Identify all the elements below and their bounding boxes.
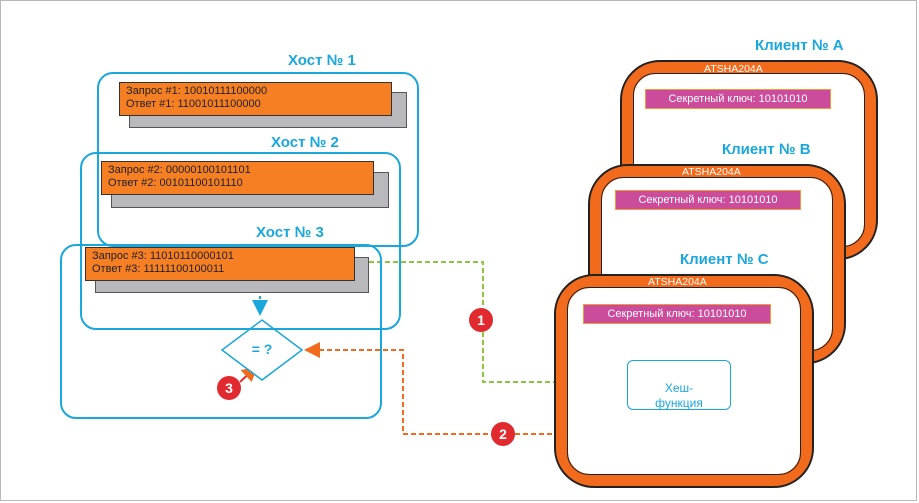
step-2-badge: 2 — [491, 422, 515, 446]
host-1-message: Запрос #1: 10010111100000 Ответ #1: 1100… — [119, 82, 392, 116]
host-3-response: Ответ #3: 11111100100011 — [92, 263, 225, 275]
host-2-outline — [80, 152, 401, 330]
step-3-badge: 3 — [217, 376, 241, 400]
compare-diamond — [220, 319, 304, 381]
host-3-request: Запрос #3: 11010110000101 — [92, 250, 234, 262]
client-a-chip: ATSHA204A — [704, 63, 763, 75]
client-c-chip: ATSHA204A — [648, 276, 707, 288]
client-b-title: Клиент № B — [722, 141, 811, 158]
request-arrow-green — [345, 261, 626, 390]
client-a-secret-key: Секретный ключ: 10101010 — [645, 89, 831, 109]
host-1-request: Запрос #1: 10010111100000 — [126, 85, 268, 97]
client-b-secret-key: Секретный ключ: 10101010 — [615, 190, 801, 210]
host-2-message: Запрос #2: 00000100101101 Ответ #2: 0010… — [101, 161, 374, 195]
host-3-message: Запрос #3: 11010110000101 Ответ #3: 1111… — [85, 247, 355, 281]
host-1-response: Ответ #1: 11001011100000 — [126, 98, 261, 110]
hash-function-box: Хеш- функция — [627, 360, 731, 410]
client-a-title: Клиент № A — [755, 37, 844, 54]
host-2-response: Ответ #2: 00101100101110 — [108, 177, 243, 189]
host-1-title: Хост № 1 — [288, 52, 356, 69]
host-1-outline — [97, 72, 419, 247]
host-3-title: Хост № 3 — [256, 224, 324, 241]
hash-function-label: Хеш- функция — [655, 381, 703, 410]
client-c-title: Клиент № C — [680, 251, 769, 268]
client-c-secret-key: Секретный ключ: 10101010 — [583, 304, 771, 324]
host-2-request: Запрос #2: 00000100101101 — [108, 164, 251, 176]
host-3-outline — [60, 244, 382, 419]
step-1-badge: 1 — [469, 308, 493, 332]
host-2-title: Хост № 2 — [271, 134, 339, 151]
client-b-chip: ATSHA204A — [682, 166, 741, 178]
compare-label: = ? — [251, 341, 273, 357]
